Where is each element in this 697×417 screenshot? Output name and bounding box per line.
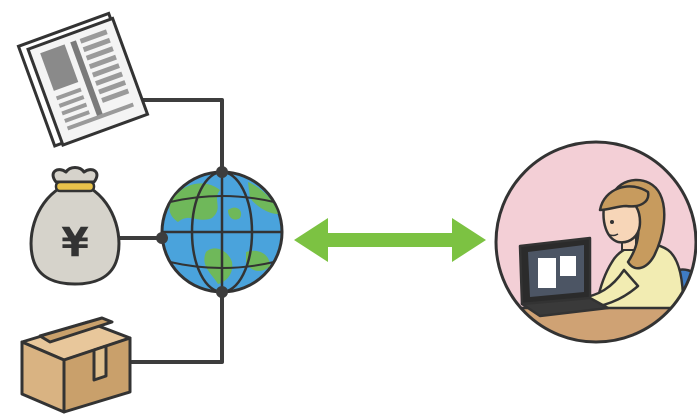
connector-box <box>130 290 224 364</box>
connector-lines <box>114 98 224 364</box>
globe-icon <box>156 166 284 298</box>
woman-at-laptop-illustration <box>494 140 697 344</box>
double-arrow-icon <box>294 218 486 262</box>
globe-node-bottom <box>216 286 228 298</box>
yen-symbol: ¥ <box>61 220 89 266</box>
globe-node-left <box>156 232 168 244</box>
newspaper-icon <box>16 11 150 148</box>
connector-newspaper <box>138 98 224 174</box>
cardboard-box-icon <box>20 316 132 414</box>
money-bag-icon: ¥ <box>29 166 121 286</box>
globe-node-top <box>216 166 228 178</box>
